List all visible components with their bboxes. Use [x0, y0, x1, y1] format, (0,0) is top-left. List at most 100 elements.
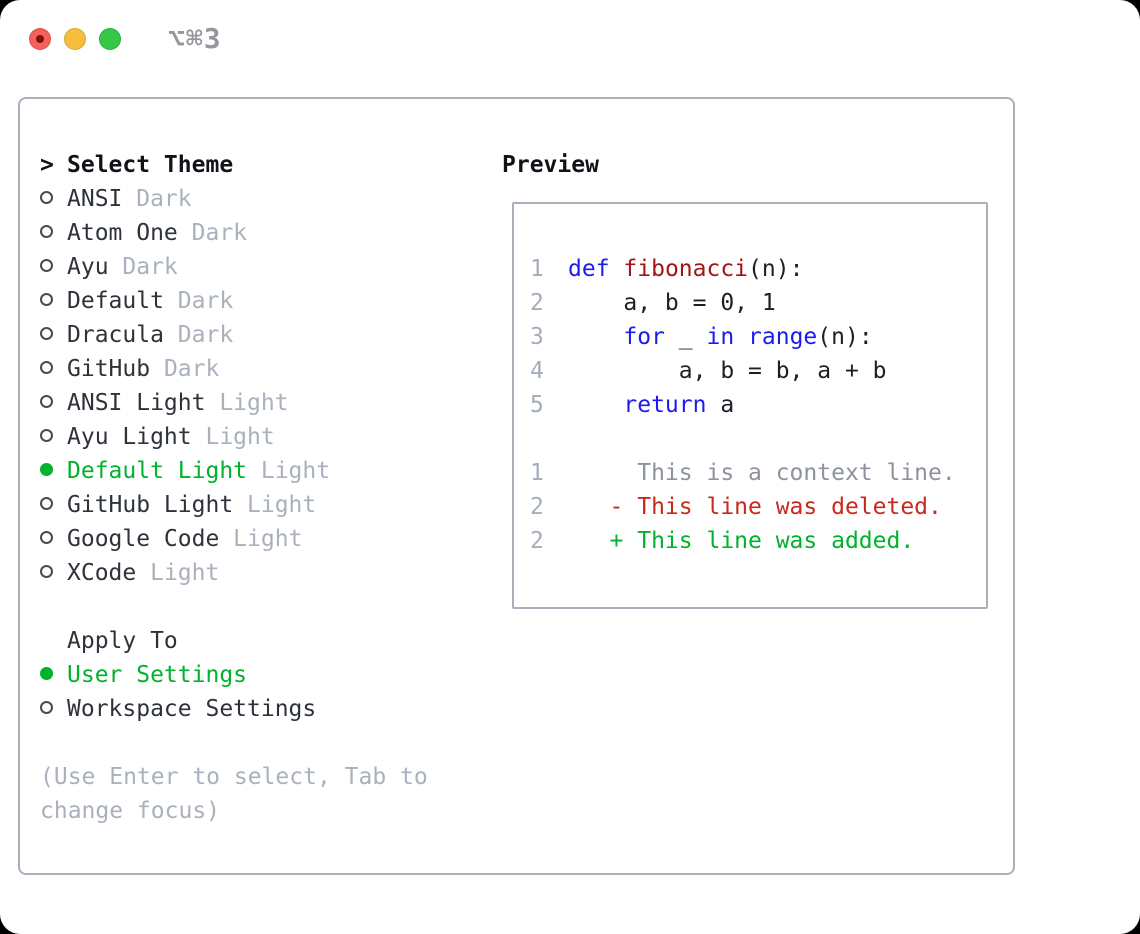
theme-name: GitHub — [67, 356, 151, 382]
line-number: 2 — [530, 494, 544, 520]
preview-line: 2 + This line was added. — [530, 524, 986, 558]
line-number: 2 — [530, 528, 544, 554]
apply-to-header: Apply To — [67, 628, 178, 654]
apply-option-user-settings[interactable]: User Settings — [40, 658, 428, 692]
radio-icon — [40, 395, 53, 408]
radio-icon — [40, 701, 53, 714]
theme-option-xcode[interactable]: XCode Light — [40, 556, 428, 590]
select-theme-header: > Select Theme — [40, 148, 428, 182]
theme-variant: Light — [233, 492, 317, 518]
code-segment — [610, 256, 624, 282]
focus-pointer-icon: > — [40, 152, 54, 178]
radio-icon — [40, 225, 53, 238]
theme-variant: Dark — [163, 322, 234, 348]
theme-name: Default Light — [67, 458, 248, 484]
theme-option-ayu[interactable]: Ayu Dark — [40, 250, 428, 284]
preview-line: 2 - This line was deleted. — [530, 490, 986, 524]
theme-variant: Dark — [163, 288, 234, 314]
theme-variant: Light — [247, 458, 331, 484]
preview-line: 3 for _ in range(n): — [530, 320, 986, 354]
code-segment: a — [706, 392, 735, 418]
theme-name: Google Code — [67, 526, 220, 552]
line-content: a, b = 0, 1 — [568, 290, 776, 316]
code-segment: in — [706, 324, 735, 350]
line-number: 2 — [530, 290, 544, 316]
theme-name: Ayu — [67, 254, 109, 280]
theme-name: Default — [67, 288, 164, 314]
apply-option-label: User Settings — [67, 662, 248, 688]
code-segment: a, b = 0, 1 — [568, 290, 776, 316]
help-text-line-2: change focus) — [40, 798, 221, 824]
apply-option-workspace-settings[interactable]: Workspace Settings — [40, 692, 428, 726]
line-content: This is a context line. — [568, 460, 956, 486]
spacer — [40, 726, 428, 760]
radio-icon — [40, 191, 53, 204]
theme-option-default[interactable]: Default Dark — [40, 284, 428, 318]
radio-icon — [40, 565, 53, 578]
theme-option-ansi[interactable]: ANSI Dark — [40, 182, 428, 216]
code-segment — [568, 392, 623, 418]
theme-option-ayu-light[interactable]: Ayu Light Light — [40, 420, 428, 454]
line-number: 1 — [530, 256, 544, 282]
theme-variant: Dark — [177, 220, 248, 246]
code-segment: a, b = b, a + b — [568, 358, 887, 384]
theme-option-github-light[interactable]: GitHub Light Light — [40, 488, 428, 522]
select-theme-title: Select Theme — [67, 152, 234, 178]
theme-variant: Dark — [122, 186, 192, 212]
theme-variant: Light — [205, 390, 289, 416]
radio-selected-icon — [40, 463, 53, 476]
theme-option-ansi-light[interactable]: ANSI Light Light — [40, 386, 428, 420]
theme-variant: Light — [191, 424, 275, 450]
radio-icon — [40, 259, 53, 272]
theme-option-dracula[interactable]: Dracula Dark — [40, 318, 428, 352]
line-number: 1 — [530, 460, 544, 486]
radio-icon — [40, 327, 53, 340]
line-content: for _ in range(n): — [568, 324, 873, 350]
window-shortcut-label: ⌥⌘3 — [168, 22, 222, 55]
preview-line — [530, 422, 986, 456]
minimize-button[interactable] — [64, 28, 86, 50]
theme-variant: Dark — [108, 254, 178, 280]
spacer — [40, 590, 428, 624]
code-segment: - This line was deleted. — [568, 494, 942, 520]
code-segment — [734, 324, 748, 350]
radio-icon — [40, 497, 53, 510]
theme-name: ANSI Light — [67, 390, 206, 416]
code-segment: fibonacci — [623, 256, 749, 282]
line-content: def fibonacci(n): — [568, 256, 803, 282]
line-number: 5 — [530, 392, 544, 418]
line-content: + This line was added. — [568, 528, 915, 554]
code-segment: (n): — [748, 256, 804, 282]
theme-name: Ayu Light — [67, 424, 192, 450]
radio-icon — [40, 531, 53, 544]
radio-icon — [40, 293, 53, 306]
theme-option-default-light[interactable]: Default Light Light — [40, 454, 428, 488]
radio-selected-icon — [40, 667, 53, 680]
theme-option-google-code[interactable]: Google Code Light — [40, 522, 428, 556]
theme-option-atom-one[interactable]: Atom One Dark — [40, 216, 428, 250]
apply-option-label: Workspace Settings — [67, 696, 317, 722]
preview-line: 2 a, b = 0, 1 — [530, 286, 986, 320]
radio-icon — [40, 429, 53, 442]
preview-line: 1 This is a context line. — [530, 456, 986, 490]
help-text-line-1: (Use Enter to select, Tab to — [40, 764, 428, 790]
theme-name: Atom One — [67, 220, 178, 246]
code-segment: This is a context line. — [568, 460, 956, 486]
code-segment: + This line was added. — [568, 528, 915, 554]
theme-variant: Light — [219, 526, 303, 552]
radio-icon — [40, 361, 53, 374]
code-segment: def — [568, 256, 610, 282]
zoom-button[interactable] — [99, 28, 121, 50]
code-segment: (n): — [817, 324, 873, 350]
code-segment — [568, 324, 623, 350]
theme-option-github[interactable]: GitHub Dark — [40, 352, 428, 386]
close-button[interactable] — [29, 28, 51, 50]
theme-name: Dracula — [67, 322, 164, 348]
